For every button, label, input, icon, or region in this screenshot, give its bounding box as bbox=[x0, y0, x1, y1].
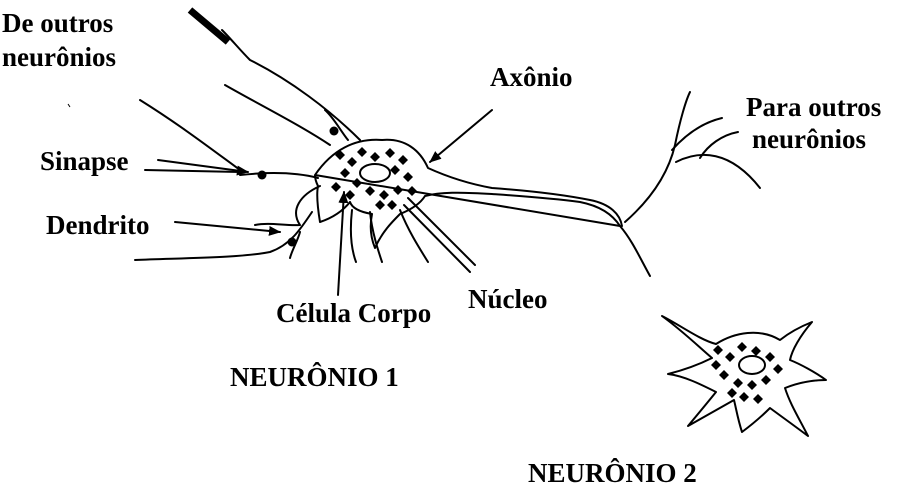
axon-terminal-1 bbox=[620, 226, 650, 276]
dendrite-bottom-3 bbox=[400, 210, 428, 262]
neuron1-nucleus bbox=[360, 164, 390, 182]
dendrite-left-2 bbox=[255, 186, 320, 225]
nucleus-pointer-line-2 bbox=[408, 198, 475, 265]
synapse-dot bbox=[330, 127, 339, 136]
dendrite-left-1 bbox=[240, 173, 318, 178]
small-tick bbox=[68, 104, 70, 107]
label-neuron-1: NEURÔNIO 1 bbox=[230, 362, 399, 392]
cell-body-pointer-arrow bbox=[338, 192, 344, 295]
label-neuron-2: NEURÔNIO 2 bbox=[528, 458, 697, 488]
label-synapse: Sinapse bbox=[40, 146, 129, 176]
synapse-dot bbox=[258, 171, 267, 180]
synapse-dots bbox=[258, 127, 339, 247]
dendrite-top-1 bbox=[222, 30, 360, 140]
label-axon: Axônio bbox=[490, 62, 573, 92]
dendrite-bottom-1 bbox=[351, 210, 356, 262]
label-from-other-neurons-line2: neurônios bbox=[2, 42, 116, 72]
axon-terminal-4 bbox=[676, 155, 760, 188]
neuron2-nucleus bbox=[739, 356, 765, 374]
label-to-other-neurons-line1: Para outros bbox=[746, 92, 881, 122]
label-from-other-neurons-line1: De outros bbox=[2, 8, 113, 38]
thick-stroke-mark bbox=[190, 10, 228, 42]
synapse-dot bbox=[288, 238, 297, 247]
neuron2-cell-body bbox=[662, 316, 826, 436]
dendrite-synapse-lines bbox=[140, 100, 240, 172]
label-to-other-neurons-line2: neurônios bbox=[752, 124, 866, 154]
axon-terminal-2 bbox=[625, 92, 690, 222]
dendrite-top-2 bbox=[225, 85, 330, 145]
dendrite-left-3 bbox=[135, 212, 312, 260]
label-dendrite: Dendrito bbox=[46, 210, 150, 240]
label-cell-body: Célula Corpo bbox=[276, 298, 431, 328]
axon-pointer-arrow bbox=[430, 110, 492, 162]
label-nucleus: Núcleo bbox=[468, 284, 547, 314]
